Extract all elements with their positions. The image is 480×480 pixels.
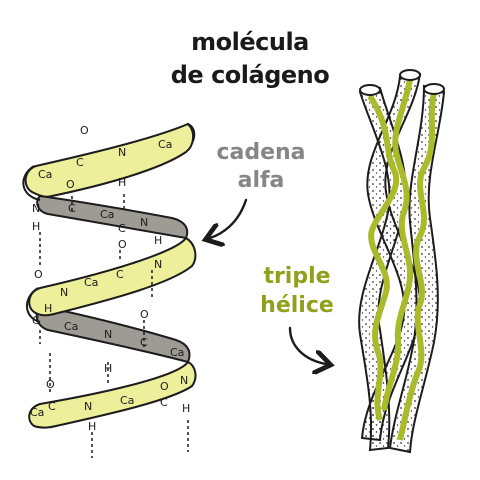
green-band-1 (367, 94, 400, 421)
nitrogen-atom: N (180, 374, 188, 387)
triple-helix-label-line-1: triple (263, 264, 331, 289)
hydrogen-atom: H (44, 302, 52, 315)
oxygen-atom: O (160, 380, 169, 393)
carbon-atom: C (118, 222, 126, 235)
strand-2 (360, 72, 422, 442)
title-line-2: de colágeno (170, 61, 330, 89)
nitrogen-atom: N (118, 146, 126, 159)
carbon-atom: C (160, 396, 168, 409)
chem-labels: Ca C O N Ca H O N H C Ca N H C O O N Ca … (30, 124, 190, 433)
hydrogen-atom: H (154, 234, 162, 247)
alpha-chain-label-line-1: cadena (216, 140, 306, 165)
nitrogen-atom: N (84, 400, 92, 413)
carbon-atom: C (76, 156, 84, 169)
alpha-chain-label-line-2: alfa (237, 168, 285, 193)
carbon-atom: C (116, 268, 124, 281)
hydrogen-atom: H (88, 420, 96, 433)
strand-cap-3 (423, 83, 445, 95)
calpha-atom: Ca (120, 394, 134, 407)
oxygen-atom: O (80, 124, 89, 137)
carbon-atom: C (68, 202, 76, 215)
oxygen-atom: O (140, 308, 149, 321)
triple-helix-label: triple hélice (242, 262, 352, 320)
helix-front-segment-3 (28, 360, 197, 429)
triple-helix-label-line-2: hélice (260, 293, 334, 318)
oxygen-atom: O (34, 268, 43, 281)
helix-back-segment-2 (35, 304, 191, 364)
calpha-atom: Ca (30, 406, 44, 419)
calpha-atom: Ca (84, 276, 98, 289)
carbon-atom: C (32, 314, 40, 327)
hydrogen-atom: H (118, 176, 126, 189)
alpha-chain-label: cadena alfa (206, 139, 316, 195)
calpha-atom: Ca (38, 168, 52, 181)
nitrogen-atom: N (32, 202, 40, 215)
hydrogen-atom: H (32, 220, 40, 233)
arrow-to-triple-helix-icon (288, 326, 326, 364)
green-band-3 (397, 91, 437, 441)
calpha-atom: Ca (158, 138, 172, 151)
calpha-atom: Ca (100, 208, 114, 221)
oxygen-atom: O (118, 238, 127, 251)
oxygen-atom: O (66, 178, 75, 191)
hydrogen-atom: H (182, 402, 190, 415)
nitrogen-atom: N (140, 216, 148, 229)
nitrogen-atom: N (104, 328, 112, 341)
hydrogen-bonds (39, 194, 189, 458)
strand-cap-2 (399, 69, 421, 81)
alpha-helix: Ca C O N Ca H O N H C Ca N H C O O N Ca … (22, 122, 197, 458)
nitrogen-atom: N (154, 258, 162, 271)
carbon-atom: C (140, 336, 148, 349)
arrow-to-alpha-chain-icon (210, 198, 248, 238)
hydrogen-atom: H (104, 362, 112, 375)
oxygen-atom: O (46, 378, 55, 391)
helix-front-segment-2 (28, 236, 197, 317)
title-line-1: molécula (191, 28, 309, 56)
triple-helix (358, 69, 446, 454)
helix-front-segment-1 (24, 122, 194, 198)
calpha-atom: Ca (170, 346, 184, 359)
diagram-title: molécula de colágeno (150, 26, 350, 92)
strand-cap-1 (359, 84, 381, 96)
carbon-atom: C (48, 400, 56, 413)
nitrogen-atom: N (60, 286, 68, 299)
calpha-atom: Ca (64, 320, 78, 333)
green-band-2 (381, 79, 414, 411)
